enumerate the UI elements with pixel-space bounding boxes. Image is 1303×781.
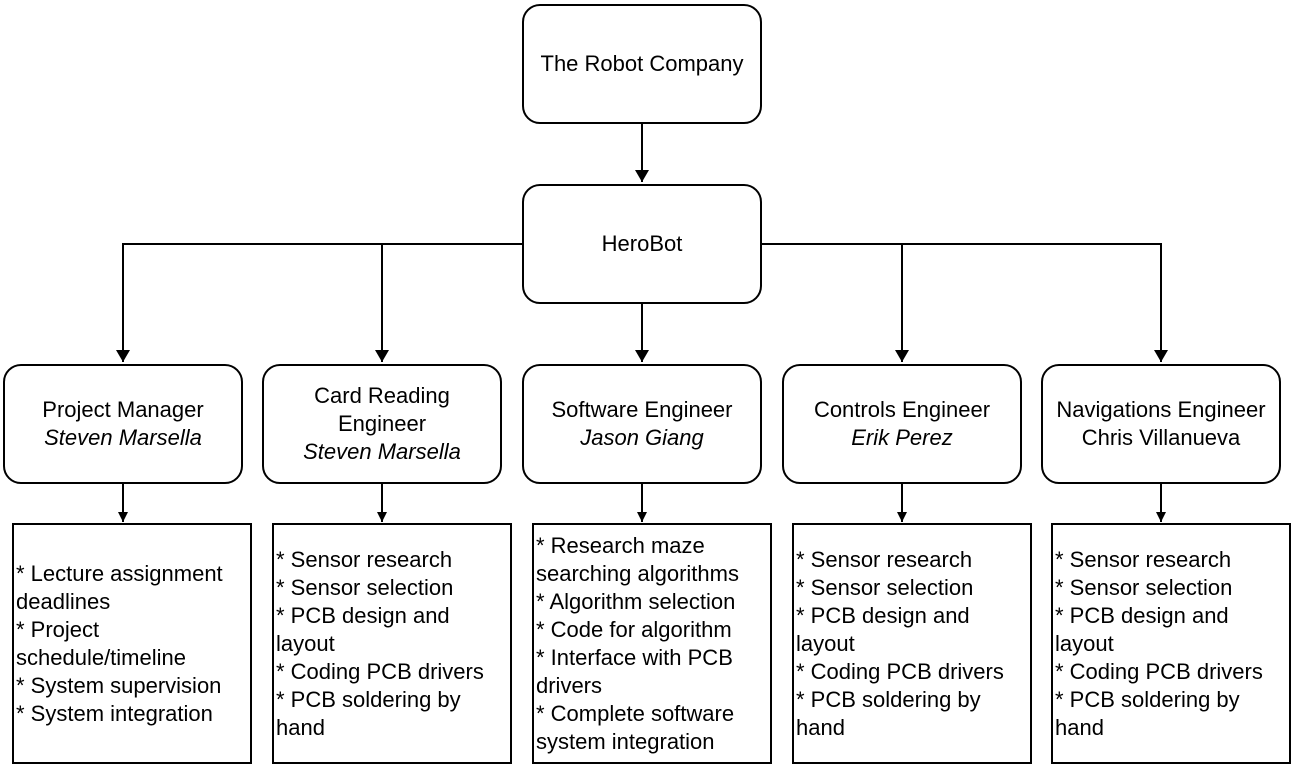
task-item: * Lecture assignment deadlines (16, 560, 223, 614)
task-item: * Coding PCB drivers (1055, 658, 1263, 684)
task-item: * Research maze searching algorithms (536, 532, 739, 586)
role-node-controls-engineer: Controls Engineer Erik Perez (782, 364, 1022, 484)
role-person: Jason Giang (580, 425, 704, 450)
task-item: * PCB design and layout (796, 602, 970, 656)
task-item: * Code for algorithm (536, 616, 732, 642)
herobot-label: HeroBot (601, 231, 683, 256)
task-item: * Sensor research (276, 546, 453, 572)
task-list: * Sensor research * Sensor selection * P… (1055, 546, 1285, 742)
task-item: * System supervision (16, 672, 222, 698)
role-title: Controls Engineer (813, 397, 991, 422)
task-list: * Sensor research * Sensor selection * P… (276, 546, 506, 742)
role-title: Project Manager (42, 397, 204, 422)
task-item: * PCB design and layout (276, 602, 450, 656)
task-box-card-reading-engineer: * Sensor research * Sensor selection * P… (272, 523, 512, 764)
task-item: * Sensor selection (276, 574, 454, 600)
role-title: Software Engineer (551, 397, 733, 422)
task-list: * Sensor research * Sensor selection * P… (796, 546, 1026, 742)
edge-herobot-to-controls (762, 243, 909, 362)
role-person: Steven Marsella (303, 439, 461, 464)
role-node-navigations-engineer: Navigations Engineer Chris Villanueva (1041, 364, 1281, 484)
role-node-software-engineer: Software Engineer Jason Giang (522, 364, 762, 484)
role-title: Navigations Engineer (1056, 397, 1266, 422)
task-item: * Sensor research (1055, 546, 1232, 572)
role-node-project-manager: Project Manager Steven Marsella (3, 364, 243, 484)
role-person: Chris Villanueva (1081, 425, 1241, 450)
task-box-navigations-engineer: * Sensor research * Sensor selection * P… (1051, 523, 1291, 764)
edge-herobot-to-card (375, 243, 522, 362)
task-item: * Complete software system integration (536, 700, 735, 754)
edge-herobot-to-pm (116, 243, 522, 362)
herobot-node: HeroBot (522, 184, 762, 304)
company-node: The Robot Company (522, 4, 762, 124)
task-item: * Coding PCB drivers (796, 658, 1004, 684)
company-label: The Robot Company (540, 51, 744, 76)
task-item: * Algorithm selection (536, 588, 736, 614)
task-item: * Coding PCB drivers (276, 658, 484, 684)
role-title: Card Reading Engineer (314, 383, 450, 436)
task-box-controls-engineer: * Sensor research * Sensor selection * P… (792, 523, 1032, 764)
role-person: Steven Marsella (44, 425, 202, 450)
task-item: * PCB soldering by hand (276, 686, 461, 740)
task-item: * Sensor selection (1055, 574, 1233, 600)
task-box-project-manager: * Lecture assignment deadlines * Project… (12, 523, 252, 764)
task-item: * Interface with PCB drivers (536, 644, 733, 698)
role-person: Erik Perez (851, 425, 953, 450)
task-item: * Project schedule/timeline (16, 616, 186, 670)
task-item: * Sensor selection (796, 574, 974, 600)
role-node-card-reading-engineer: Card Reading Engineer Steven Marsella (262, 364, 502, 484)
task-item: * PCB soldering by hand (796, 686, 981, 740)
task-item: * System integration (16, 700, 213, 726)
task-item: * Sensor research (796, 546, 973, 572)
task-list: * Lecture assignment deadlines * Project… (16, 560, 246, 728)
edge-herobot-to-nav (762, 243, 1168, 362)
task-list: * Research maze searching algorithms * A… (536, 532, 766, 756)
task-item: * PCB soldering by hand (1055, 686, 1240, 740)
task-item: * PCB design and layout (1055, 602, 1229, 656)
task-box-software-engineer: * Research maze searching algorithms * A… (532, 523, 772, 764)
